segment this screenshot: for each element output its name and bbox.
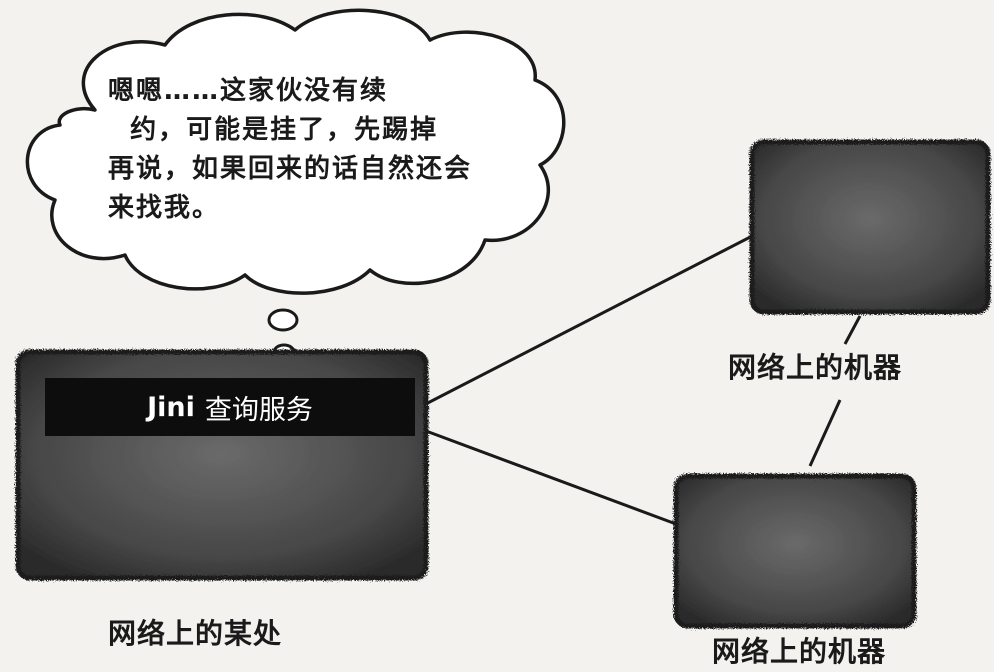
thought-line: 嗯嗯……这家伙没有续	[108, 76, 389, 106]
machine-box-bottom	[673, 473, 917, 629]
lookup-service-brand: Jini	[147, 391, 195, 423]
thought-bubble	[25, 8, 566, 295]
thought-line: 约，可能是挂了，先踢掉	[108, 115, 439, 145]
lookup-service-title-banner: Jini 查询服务	[45, 378, 415, 436]
thought-bubble-small-circle	[267, 308, 299, 332]
link-lookup-to-machine-bottom	[417, 426, 677, 526]
thought-bubble-text: 嗯嗯……这家伙没有续 约，可能是挂了，先踢掉 再说，如果回来的话自然还会 来找我…	[108, 72, 528, 228]
machine-box-top	[749, 139, 991, 315]
thought-line: 来找我。	[108, 193, 221, 223]
machine-top-caption: 网络上的机器	[728, 351, 903, 384]
link-machine-top-lower-segment	[808, 399, 842, 467]
thought-line: 再说，如果回来的话自然还会	[108, 154, 473, 184]
lookup-service-caption: 网络上的某处	[108, 617, 283, 650]
link-lookup-to-machine-top	[417, 230, 761, 410]
lookup-service-title: 查询服务	[204, 394, 313, 426]
link-machine-top-upper-segment	[843, 315, 862, 345]
machine-bottom-caption: 网络上的机器	[712, 635, 887, 668]
